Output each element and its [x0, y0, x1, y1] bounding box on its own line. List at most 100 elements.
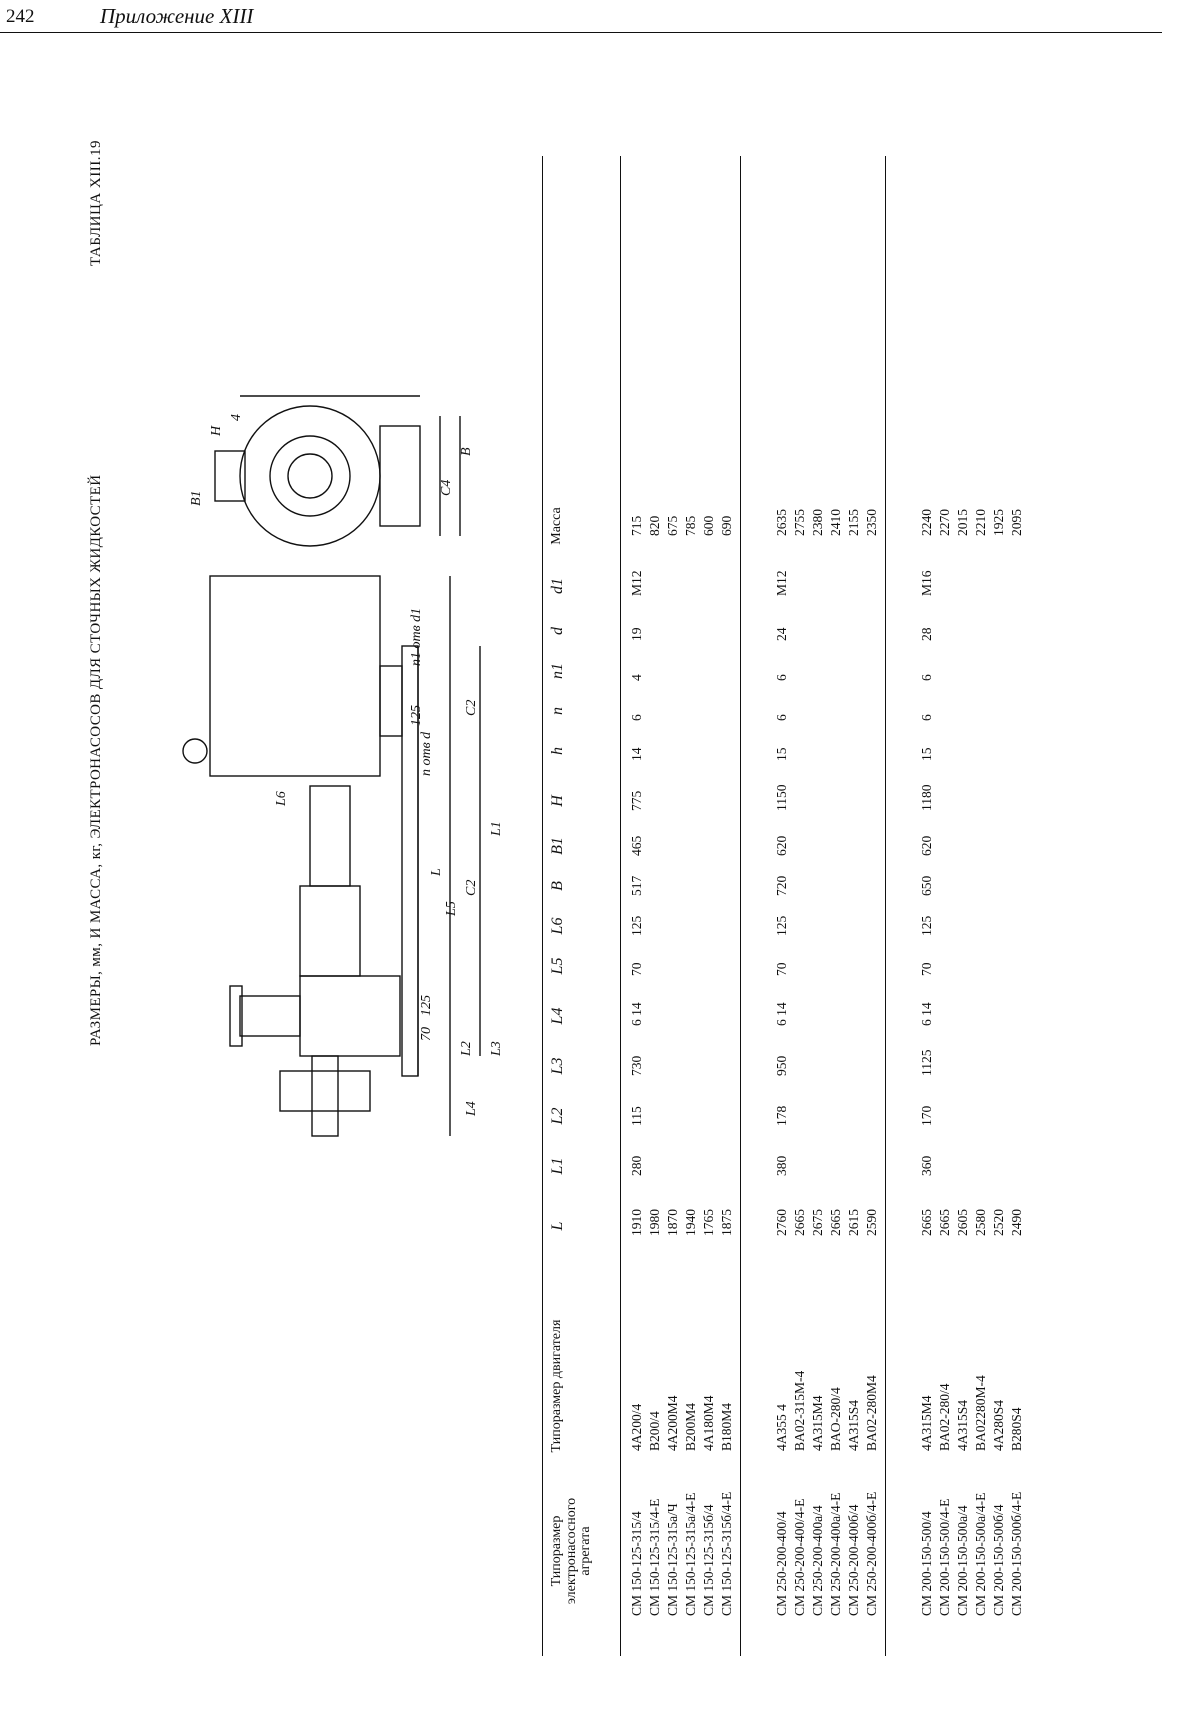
drawing-label: B	[459, 447, 474, 456]
cell-h: 15	[919, 747, 934, 762]
cell-aggregate: СМ 150-125-315/4-Е	[647, 1498, 662, 1616]
cell-mass: 675	[665, 515, 680, 536]
column-header: Типоразмер электронасосного агрегата	[549, 1497, 594, 1605]
cell-h: 15	[774, 747, 789, 762]
group-separator	[740, 156, 741, 1656]
cell-motor: 4A200/4	[629, 1403, 644, 1451]
cell-motor: 4A315S4	[955, 1399, 970, 1451]
cell-n1: 6	[919, 674, 934, 681]
cell-n: 6	[774, 714, 789, 721]
cell-aggregate: СМ 250-200-400а/4-Е	[828, 1492, 843, 1616]
cell-mass: 2210	[973, 509, 988, 536]
cell-motor: BAO-280/4	[828, 1387, 843, 1451]
cell-l3: 1125	[919, 1049, 934, 1077]
cell-mass: 2015	[955, 509, 970, 536]
cell-L: 1940	[683, 1209, 698, 1236]
drawing-label: L4	[464, 1101, 479, 1117]
cell-mass: 690	[719, 515, 734, 536]
drawing-label: L6	[274, 791, 289, 807]
column-header: L5	[549, 957, 566, 975]
cell-mass: 2270	[937, 509, 952, 536]
cell-d: 28	[919, 627, 934, 642]
cell-l4: 6 14	[629, 1002, 644, 1026]
cell-h: 775	[629, 790, 644, 811]
cell-aggregate: СМ 250-200-400б/4	[846, 1504, 861, 1617]
cell-motor: BA02-280/4	[937, 1383, 952, 1452]
cell-aggregate: СМ 200-150-500а/4-Е	[973, 1492, 988, 1616]
drawing-label: B1	[189, 490, 204, 506]
column-header: d	[549, 627, 566, 635]
cell-aggregate: СМ 250-200-400/4	[774, 1511, 789, 1616]
cell-mass: 2635	[774, 509, 789, 536]
drawing-label: C2	[464, 700, 479, 716]
cell-h: 1150	[774, 784, 789, 812]
cell-l1: 280	[629, 1155, 644, 1176]
column-header: d1	[549, 578, 566, 594]
cell-mass: 2380	[810, 509, 825, 536]
cell-b: 517	[629, 875, 644, 896]
cell-l4: 6 14	[919, 1002, 934, 1026]
drawing-label: 125	[409, 705, 424, 726]
cell-L: 1910	[629, 1209, 644, 1236]
cell-n1: 4	[629, 674, 644, 681]
cell-L: 1875	[719, 1209, 734, 1236]
cell-L: 2665	[828, 1209, 843, 1236]
drawing-label: L5	[444, 901, 459, 917]
cell-L: 1870	[665, 1209, 680, 1236]
cell-aggregate: СМ 200-150-500б/4	[991, 1504, 1006, 1617]
cell-L: 2615	[846, 1209, 861, 1236]
cell-l1: 360	[919, 1155, 934, 1176]
cell-l6: 125	[919, 915, 934, 936]
cell-h: 14	[629, 747, 644, 762]
cell-mass: 2155	[846, 509, 861, 536]
cell-l1: 380	[774, 1155, 789, 1176]
cell-l3: 730	[629, 1055, 644, 1076]
cell-aggregate: СМ 150-125-315а/4-Е	[683, 1492, 698, 1616]
column-header: L	[549, 1221, 566, 1231]
cell-aggregate: СМ 200-150-500а/4	[955, 1505, 970, 1616]
cell-l6: 125	[629, 915, 644, 936]
cell-motor: 4A180M4	[701, 1395, 716, 1451]
drawing-label: C2	[464, 880, 479, 896]
cell-mass: 2095	[1009, 509, 1024, 536]
cell-n: 6	[629, 714, 644, 721]
page-header: 242 Приложение XIII	[0, 0, 1200, 34]
cell-motor: B280S4	[1009, 1407, 1024, 1451]
drawing-label: H	[209, 425, 224, 437]
cell-l6: 125	[774, 915, 789, 936]
cell-aggregate: СМ 150-125-315а/Ч	[665, 1503, 680, 1616]
cell-l2: 178	[774, 1105, 789, 1126]
group-separator	[885, 156, 886, 1656]
cell-n1: 6	[774, 674, 789, 681]
drawing-label: n отв d	[419, 731, 434, 776]
column-header: B1	[549, 837, 566, 855]
cell-motor: 4A315S4	[846, 1399, 861, 1451]
cell-mass: 715	[629, 515, 644, 536]
cell-d: 19	[629, 627, 644, 642]
rotated-table-page: ТАБЛИЦА XIII.19 РАЗМЕРЫ, мм, И МАССА, кг…	[80, 96, 1160, 1656]
cell-L: 1980	[647, 1209, 662, 1236]
cell-l5: 70	[629, 962, 644, 977]
cell-motor: BA02280M-4	[973, 1375, 988, 1451]
drawing-label: L	[429, 868, 444, 877]
drawing-label: L2	[459, 1041, 474, 1057]
running-head: Приложение XIII	[100, 4, 254, 28]
cell-L: 2665	[792, 1209, 807, 1236]
cell-d: 24	[774, 627, 789, 642]
column-header: H	[549, 795, 566, 807]
cell-mass: 820	[647, 515, 662, 536]
cell-mass: 2410	[828, 509, 843, 536]
cell-aggregate: СМ 200-150-500/4	[919, 1511, 934, 1616]
drawing-label: n1 отв d1	[409, 608, 424, 666]
column-header: n1	[549, 663, 566, 679]
cell-aggregate: СМ 200-150-500б/4-Е	[1009, 1491, 1024, 1616]
cell-motor: 4A280S4	[991, 1399, 1006, 1451]
cell-motor: B200M4	[683, 1402, 698, 1451]
cell-motor: BA02-280M4	[864, 1375, 879, 1451]
cell-L: 2580	[973, 1209, 988, 1236]
cell-L: 2665	[919, 1209, 934, 1236]
cell-aggregate: СМ 250-200-400а/4	[810, 1505, 825, 1616]
cell-l4: 6 14	[774, 1002, 789, 1026]
cell-aggregate: СМ 200-150-500/4-Е	[937, 1498, 952, 1616]
